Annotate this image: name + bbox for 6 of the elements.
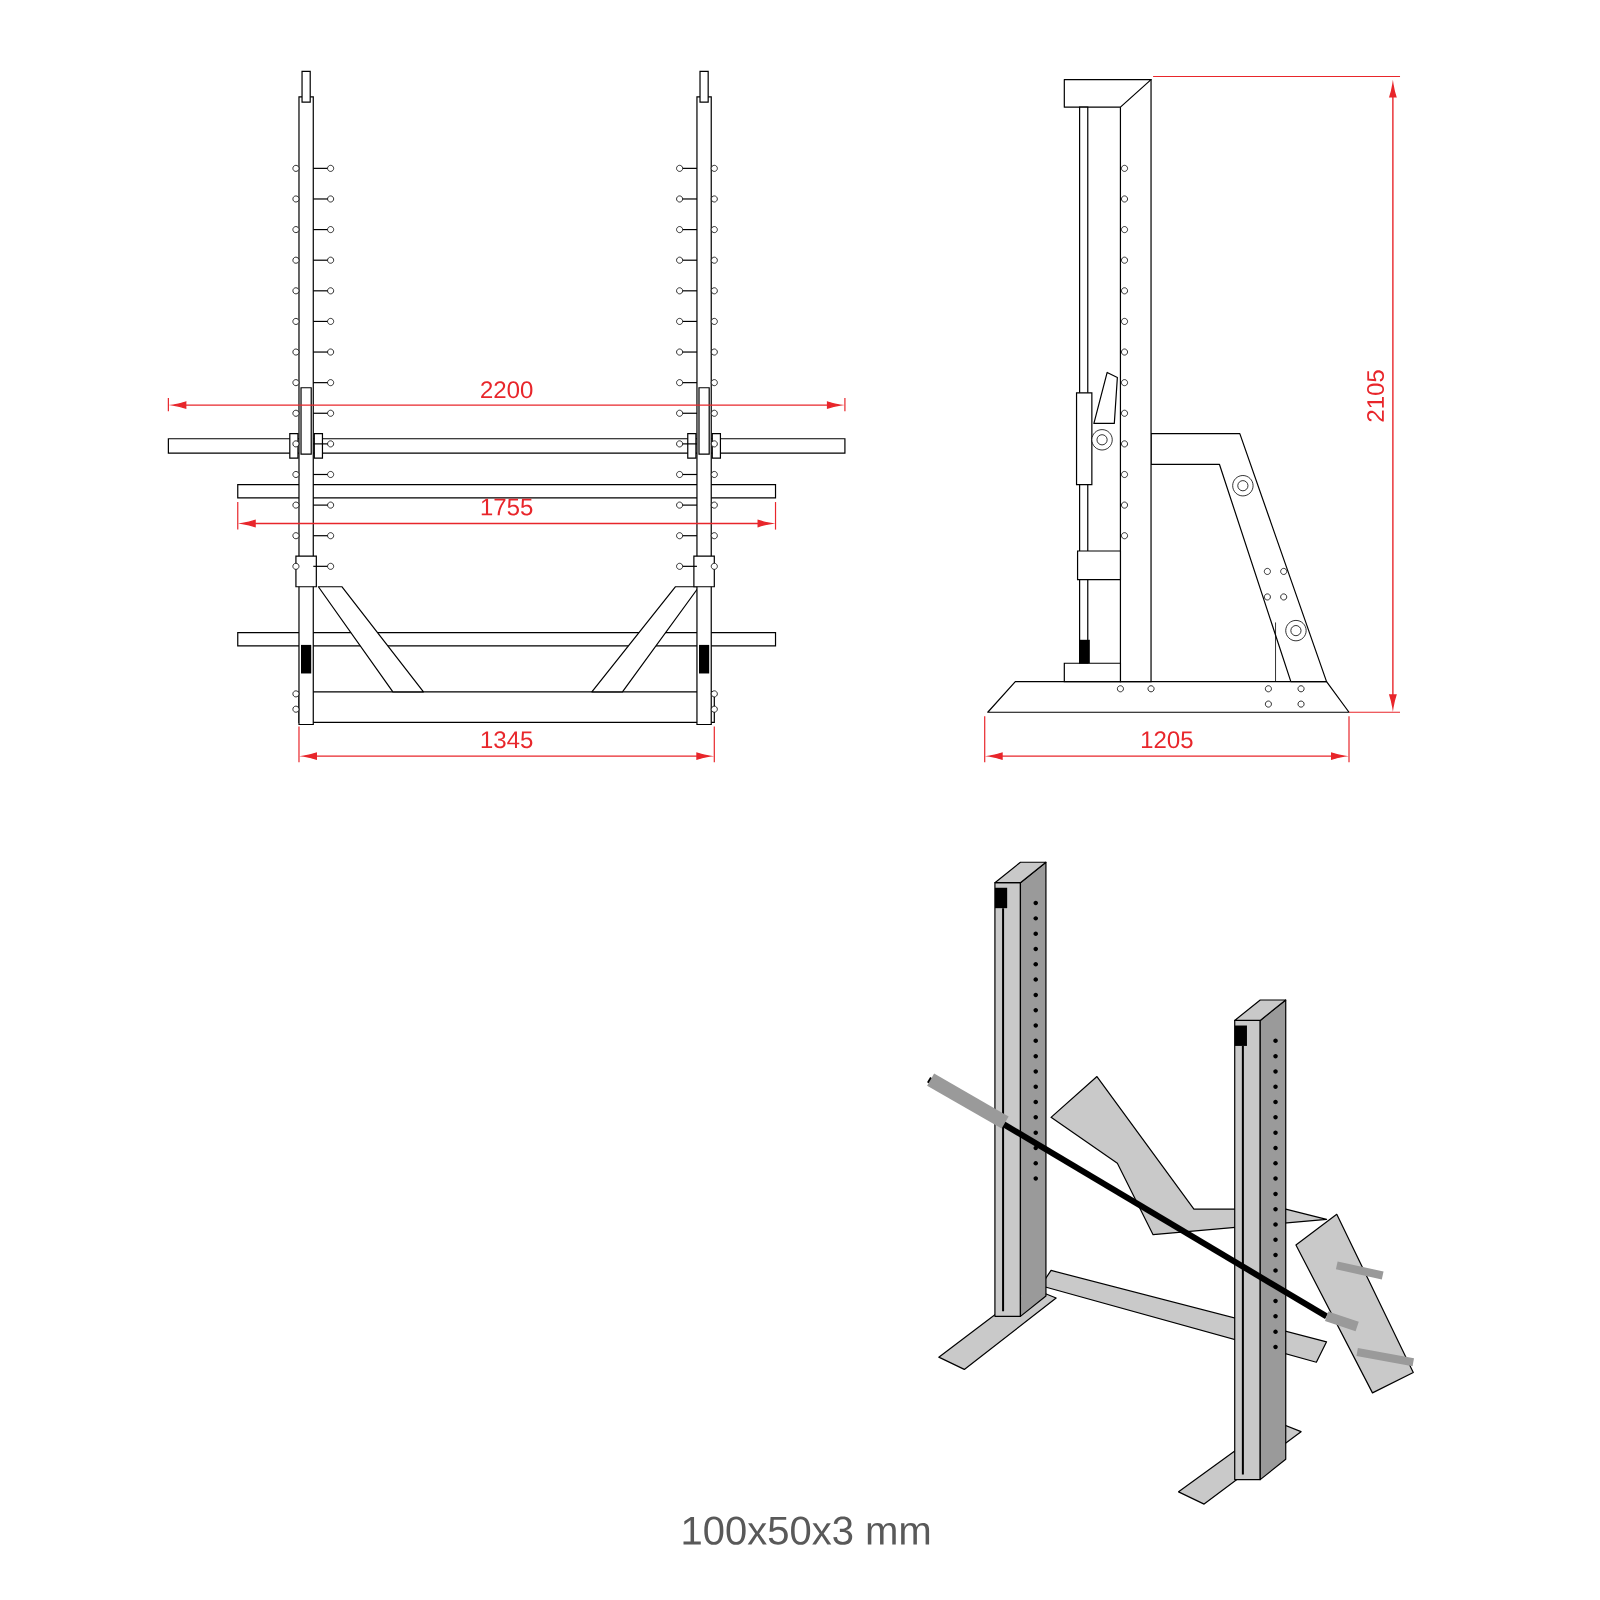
dimension-label: 2200: [481, 381, 533, 399]
caption: 100x50x3 mm: [683, 1516, 930, 1545]
dimension-label: 2105: [1367, 370, 1384, 422]
dimension-label: 1755: [481, 498, 533, 516]
dimension-label: 1205: [1141, 731, 1193, 749]
dimension-label: 1345: [481, 731, 533, 749]
